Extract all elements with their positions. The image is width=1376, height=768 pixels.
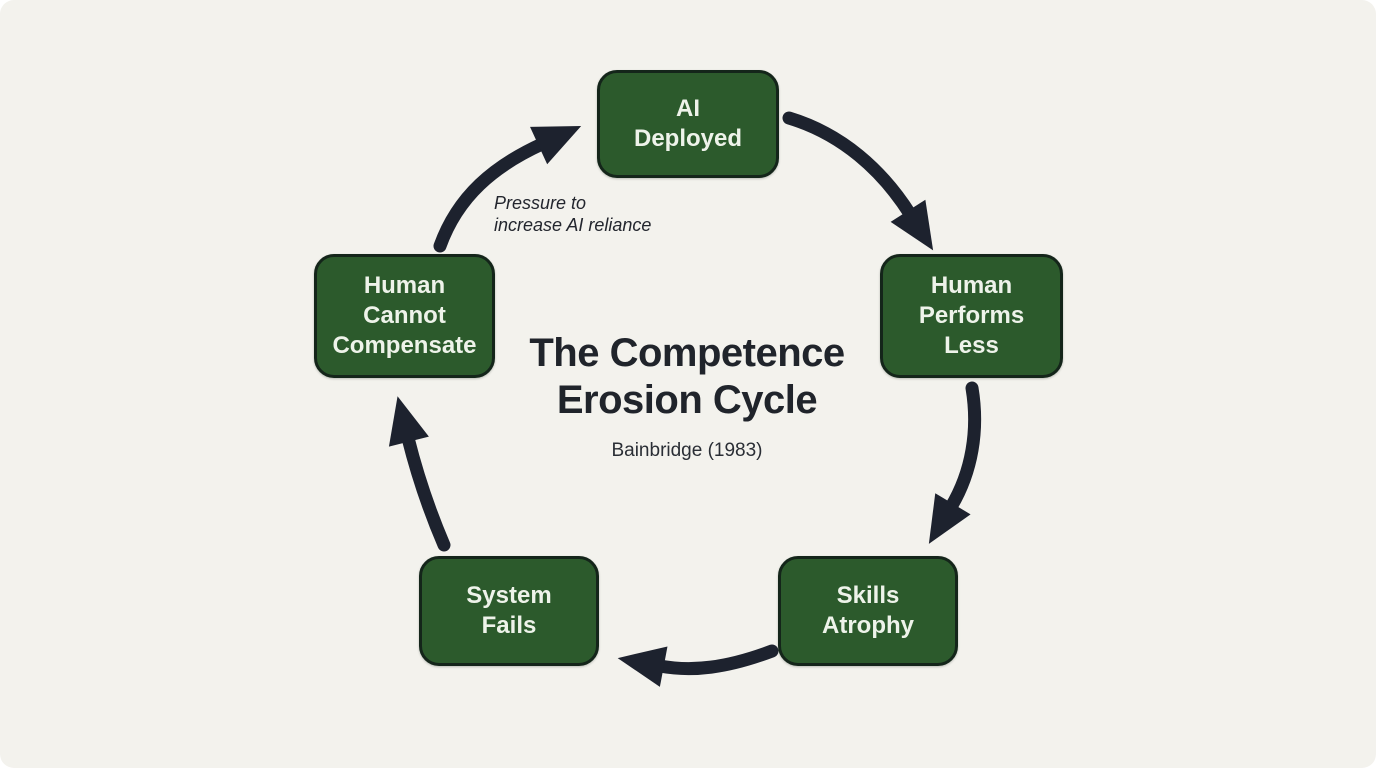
arrow-human-performs-less-to-skills-atrophy bbox=[928, 381, 982, 544]
node-human-performs-less: Human Performs Less bbox=[880, 254, 1063, 378]
arrow-ai-deployed-to-human-performs-less bbox=[782, 111, 934, 251]
diagram-title: The Competence Erosion Cycle bbox=[529, 331, 845, 422]
node-skills-atrophy: Skills Atrophy bbox=[778, 556, 958, 666]
diagram-subtitle: Bainbridge (1983) bbox=[611, 439, 763, 461]
diagram-center: The Competence Erosion Cycle Bainbridge … bbox=[487, 330, 887, 462]
arrow-system-fails-to-human-cannot-compensate bbox=[388, 396, 451, 552]
arrow-human-cannot-compensate-to-ai-deployed bbox=[433, 126, 582, 253]
node-human-cannot-compensate: Human Cannot Compensate bbox=[314, 254, 495, 378]
node-ai-deployed: AI Deployed bbox=[597, 70, 779, 178]
arrow-skills-atrophy-to-system-fails bbox=[617, 644, 779, 687]
node-system-fails: System Fails bbox=[419, 556, 599, 666]
annotation-pressure-to-increase-ai-reliance: Pressure to increase AI reliance bbox=[494, 193, 652, 235]
